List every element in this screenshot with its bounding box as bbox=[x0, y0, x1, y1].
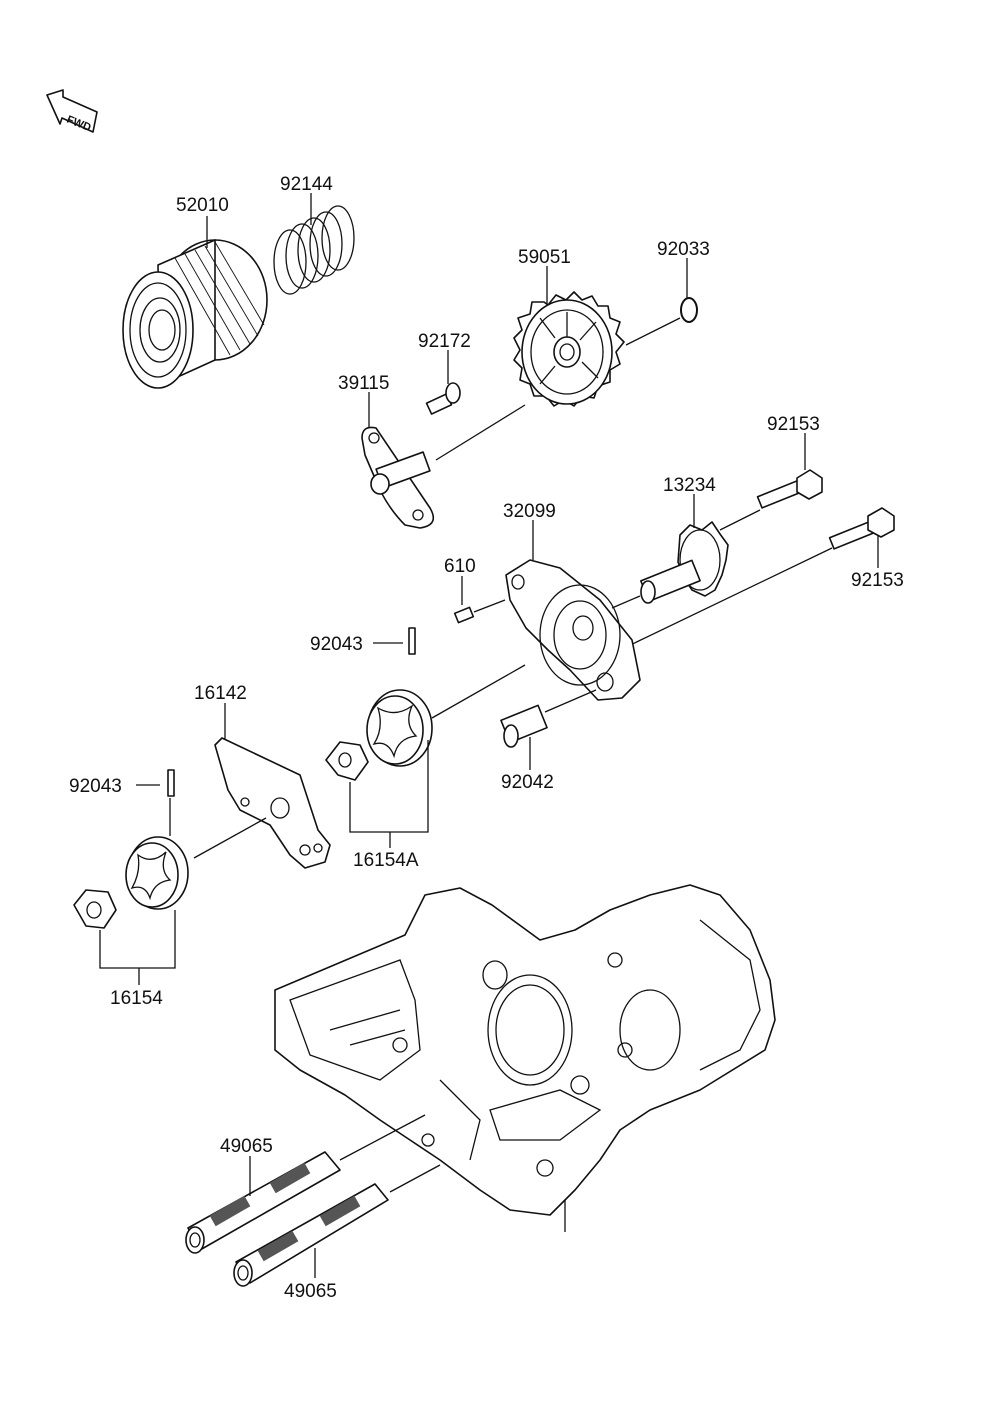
label-32099: 32099 bbox=[503, 501, 556, 522]
label-92153-lower: 92153 bbox=[851, 570, 904, 591]
shaft-plate-39115 bbox=[361, 404, 526, 529]
label-92033: 92033 bbox=[657, 239, 710, 260]
label-92144: 92144 bbox=[280, 174, 333, 195]
label-39115: 39115 bbox=[338, 373, 389, 394]
label-92043-lower: 92043 bbox=[69, 776, 122, 797]
gear-59051 bbox=[513, 291, 625, 407]
dowel-92042 bbox=[500, 689, 597, 748]
rotor-16154A bbox=[325, 664, 526, 781]
label-16154A: 16154A bbox=[353, 850, 419, 871]
pump-gear-13234 bbox=[611, 521, 729, 609]
label-92153-upper: 92153 bbox=[767, 414, 820, 435]
label-49065-lower: 49065 bbox=[284, 1281, 337, 1302]
pin-92043-upper bbox=[408, 627, 416, 655]
rotor-16154 bbox=[73, 836, 189, 929]
pin-610 bbox=[453, 599, 506, 624]
label-92043-upper: 92043 bbox=[310, 634, 363, 655]
part-labels: 52010 92144 59051 92033 92172 39115 9215… bbox=[69, 174, 904, 1302]
label-16154: 16154 bbox=[110, 988, 163, 1009]
oil-screen-49065-b bbox=[233, 1164, 441, 1287]
crankcase bbox=[274, 884, 776, 1232]
bolt-92153-lower bbox=[619, 507, 895, 651]
bolt-92153-upper bbox=[719, 469, 823, 531]
plate-16142 bbox=[193, 737, 331, 869]
oil-filter-52010 bbox=[122, 239, 268, 389]
oil-screen-49065-a bbox=[185, 1114, 426, 1254]
label-610: 610 bbox=[444, 556, 476, 577]
label-92172: 92172 bbox=[418, 331, 471, 352]
label-16142: 16142 bbox=[194, 683, 247, 704]
label-52010: 52010 bbox=[176, 195, 229, 216]
pump-body-32099 bbox=[505, 559, 641, 701]
pin-92043-lower bbox=[167, 769, 175, 797]
leader-lines bbox=[99, 193, 879, 1278]
label-13234: 13234 bbox=[663, 475, 716, 496]
label-92042: 92042 bbox=[501, 772, 554, 793]
screw-92172 bbox=[425, 382, 461, 415]
label-49065-upper: 49065 bbox=[220, 1136, 273, 1157]
circlip-92033 bbox=[625, 297, 698, 346]
spring-92144 bbox=[273, 205, 355, 295]
fwd-arrow-icon: FWD bbox=[46, 89, 98, 134]
label-59051: 59051 bbox=[518, 247, 571, 268]
